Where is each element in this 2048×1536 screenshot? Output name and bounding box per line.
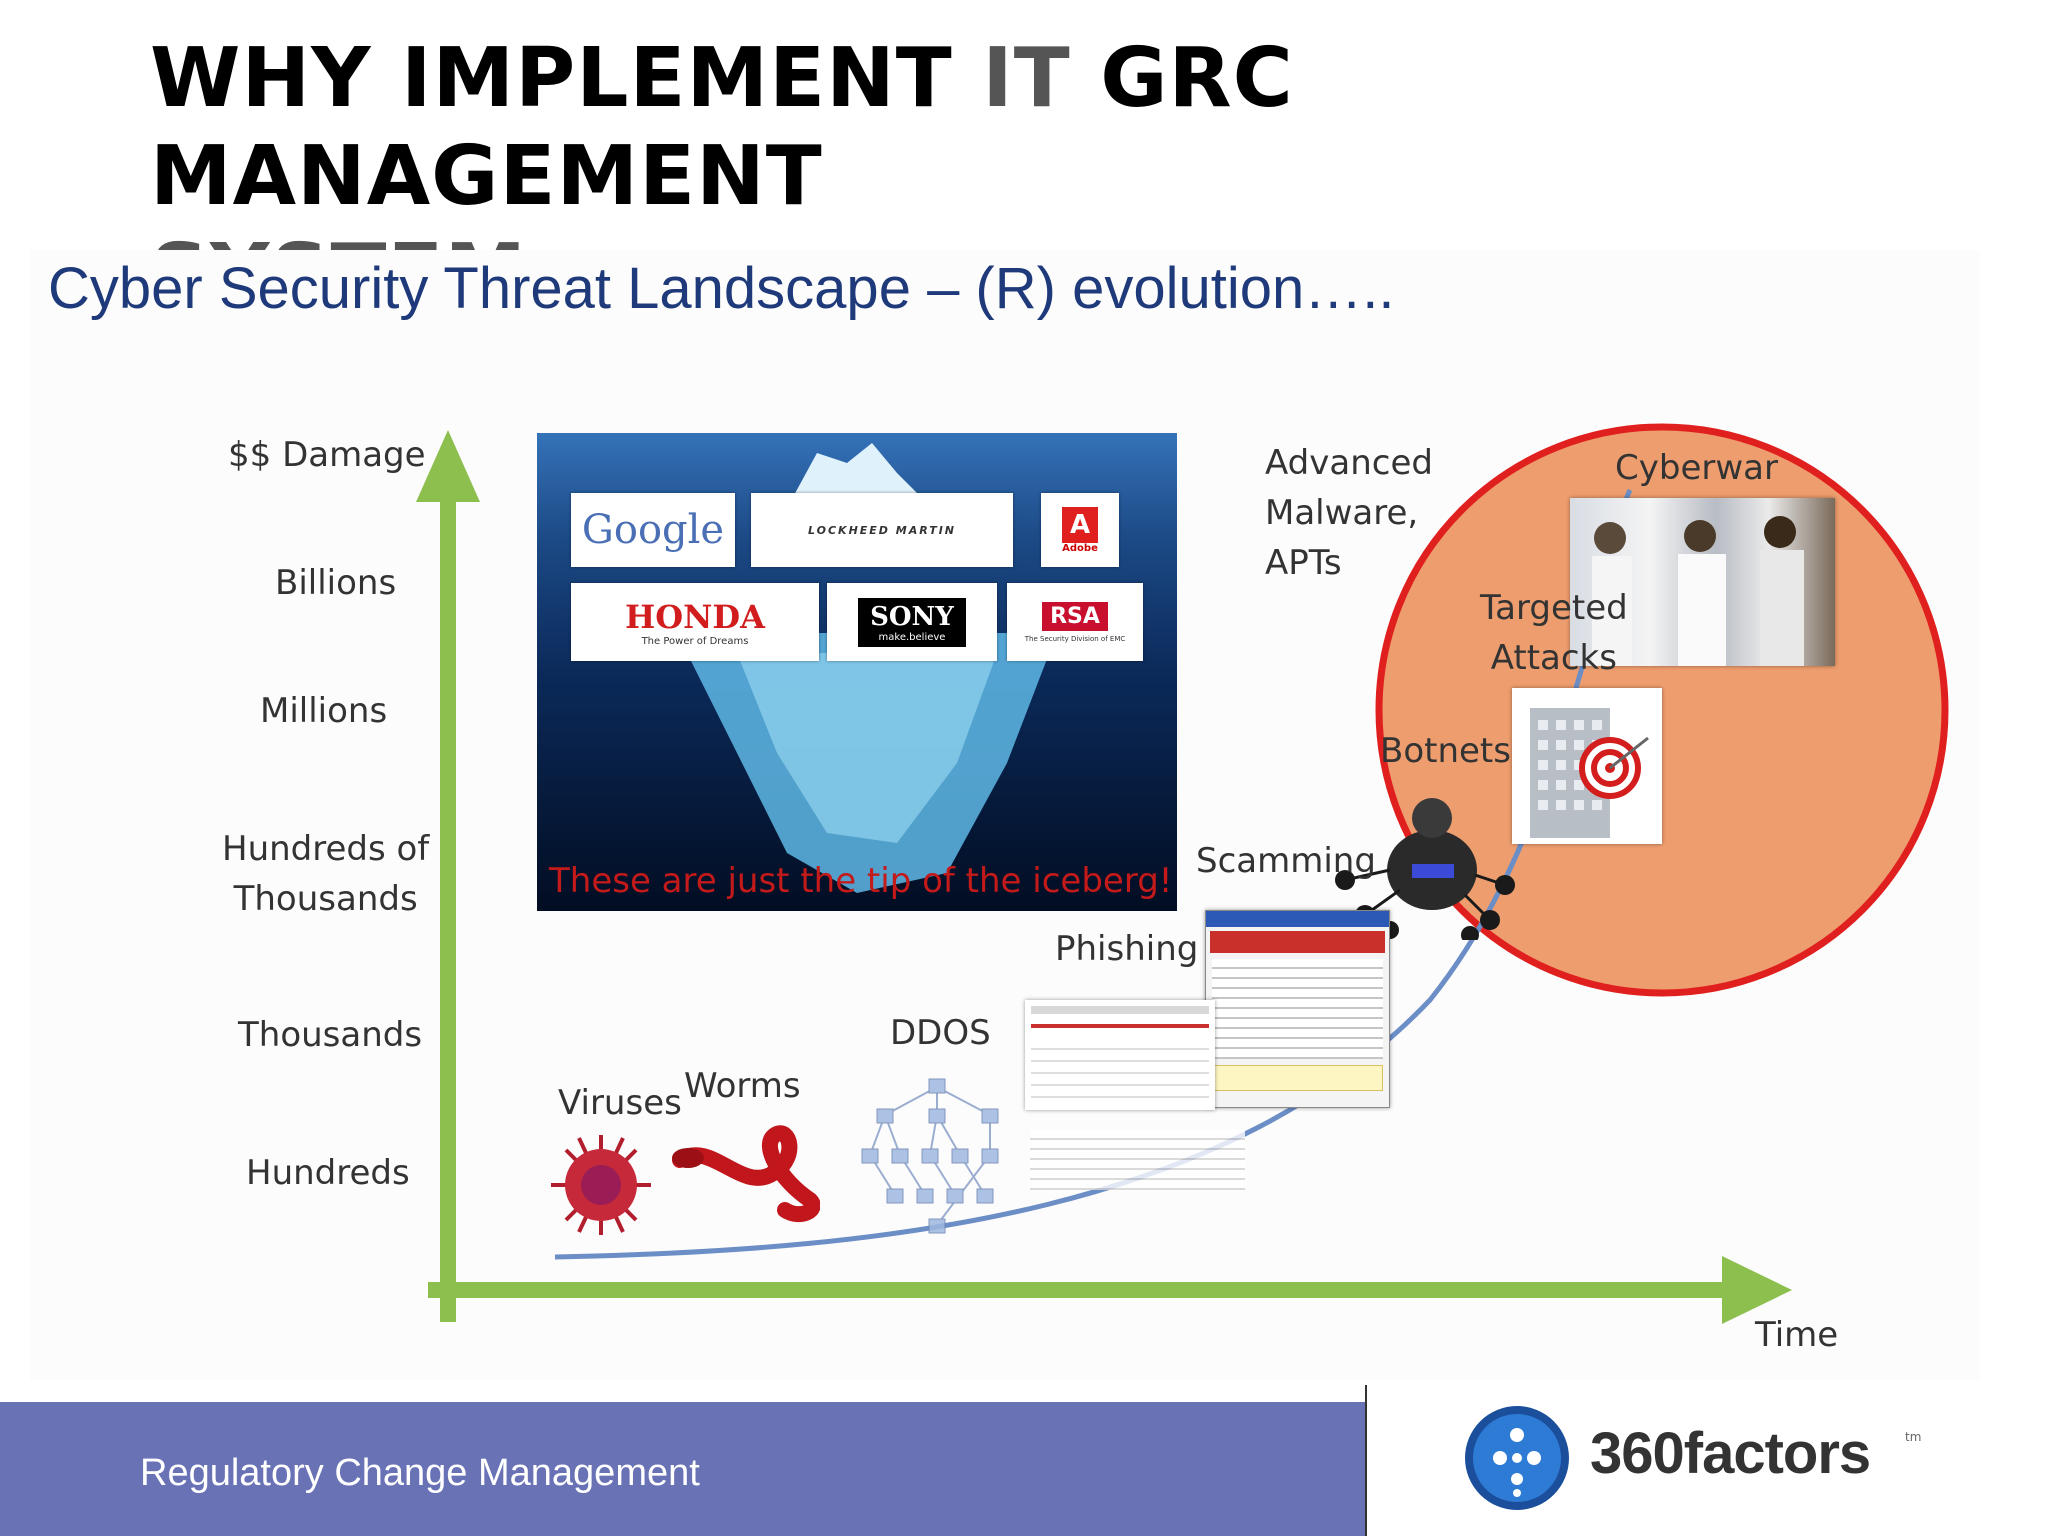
sony-tagline: make.believe (878, 631, 946, 643)
y-level-thousands: Thousands (238, 1015, 423, 1055)
people-in-lab-icon (1592, 516, 1804, 666)
footer-text: Regulatory Change Management (140, 1452, 700, 1494)
adobe-logo: A Adobe (1041, 493, 1119, 567)
ddos-network-icon (861, 1078, 999, 1234)
targeted-line-1: Targeted (1480, 588, 1628, 628)
label-advanced-malware: Advanced Malware, APTs (1265, 438, 1433, 588)
phishing-window-footer (1212, 1065, 1383, 1091)
x-axis-title: Time (1755, 1315, 1839, 1355)
label-worms: Worms (684, 1066, 801, 1106)
webpage-content (1031, 1038, 1209, 1098)
cyberwar-photo (1570, 498, 1835, 666)
y-level-hot-line-1: Hundreds of (222, 829, 430, 869)
y-level-millions: Millions (260, 691, 388, 731)
lockheed-logo-text: LOCKHEED MARTIN (808, 523, 956, 537)
360factors-logo-icon (1465, 1406, 1569, 1510)
y-level-billions: Billions (275, 563, 397, 603)
worm-icon (672, 1125, 820, 1223)
title-part-1: WHY IMPLEMENT (150, 31, 983, 126)
adobe-logo-text: Adobe (1062, 542, 1098, 554)
iceberg-image: Google LOCKHEED MARTIN A Adobe HONDA The… (537, 433, 1177, 911)
y-level-hot-line-2: Thousands (233, 879, 418, 919)
y-axis-arrowhead (416, 430, 480, 502)
targeted-line-2: Attacks (1490, 638, 1617, 678)
title-part-2: GRC MANAGEMENT (150, 31, 1294, 224)
building-target-icon (1530, 708, 1649, 838)
advanced-line-1: Advanced (1265, 443, 1433, 483)
advanced-line-2: Malware, (1265, 493, 1419, 533)
label-targeted-attacks: Targeted Attacks (1480, 583, 1628, 683)
target-building-image (1512, 688, 1662, 844)
phishing-window-header (1210, 931, 1385, 953)
sony-logo: SONY make.believe (827, 583, 997, 661)
rsa-logo: RSA The Security Division of EMC (1007, 583, 1143, 661)
y-level-hundreds-of-thousands: Hundreds of Thousands (222, 824, 429, 924)
honda-logo: HONDA The Power of Dreams (571, 583, 819, 661)
google-logo: Google (571, 493, 735, 567)
advanced-line-3: APTs (1265, 543, 1342, 583)
virus-icon (551, 1135, 651, 1235)
honda-tagline: The Power of Dreams (641, 635, 749, 647)
sony-logo-text: SONY (870, 601, 954, 632)
brand-name: 360factors (1590, 1421, 1871, 1486)
diagram-subtitle: Cyber Security Threat Landscape – (R) ev… (48, 256, 1395, 321)
phishing-webpage-image (1025, 1000, 1215, 1110)
footer-divider (1365, 1385, 1367, 1536)
iceberg-caption: These are just the tip of the iceberg! (549, 861, 1173, 901)
honda-logo-text: HONDA (625, 597, 765, 636)
adobe-mark-icon: A (1062, 506, 1098, 543)
webpage-header-bar (1031, 1006, 1209, 1014)
webpage-red-line (1031, 1024, 1209, 1028)
google-logo-text: Google (581, 507, 725, 553)
label-cyberwar: Cyberwar (1615, 448, 1778, 488)
label-botnets: Botnets (1380, 731, 1511, 771)
phishing-window-titlebar (1206, 911, 1389, 927)
phishing-window-body (1212, 959, 1383, 1059)
title-it: IT (982, 31, 1071, 126)
y-axis-title: $$ Damage (228, 435, 426, 475)
brand-trademark: tm (1905, 1430, 1922, 1444)
footer-bar (0, 1402, 1365, 1536)
label-scamming: Scamming (1196, 841, 1376, 881)
label-viruses: Viruses (558, 1083, 682, 1123)
x-axis-arrowhead (1722, 1256, 1792, 1324)
rsa-logo-text: RSA (1042, 601, 1108, 631)
rsa-tagline: The Security Division of EMC (1024, 634, 1126, 643)
lockheed-martin-logo: LOCKHEED MARTIN (751, 493, 1013, 567)
label-phishing: Phishing (1055, 929, 1199, 969)
sony-logo-block: SONY make.believe (858, 597, 966, 647)
label-ddos: DDOS (890, 1013, 991, 1053)
spam-email-image (1030, 1130, 1245, 1190)
phishing-window-image (1205, 910, 1390, 1108)
y-level-hundreds: Hundreds (246, 1153, 410, 1193)
